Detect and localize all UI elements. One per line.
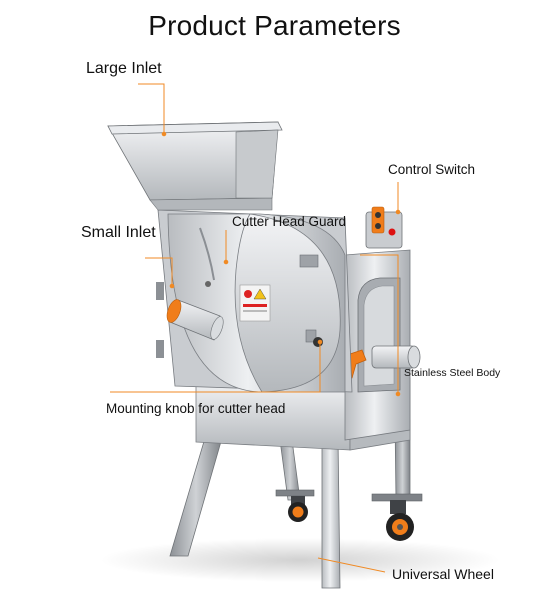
cutter-blade [199, 227, 215, 281]
label-cutter-head-guard: Cutter Head Guard [232, 214, 347, 229]
cutter-head-guard [156, 209, 353, 393]
universal-wheel [288, 496, 414, 541]
page-title: Product Parameters [148, 10, 401, 41]
callout-lines [110, 83, 401, 573]
large-inlet-hopper [107, 121, 283, 211]
label-stainless-steel-body: Stainless Steel Body [404, 367, 501, 379]
label-large-inlet: Large Inlet [86, 60, 162, 77]
control-switch [365, 206, 403, 249]
label-small-inlet: Small Inlet [81, 224, 156, 241]
small-inlet-tube [166, 299, 224, 341]
label-mounting-knob: Mounting knob for cutter head [106, 401, 286, 416]
stainless-steel-body [343, 249, 421, 441]
label-control-switch: Control Switch [388, 162, 476, 177]
label-universal-wheel: Universal Wheel [392, 566, 494, 582]
floor-shadow [100, 538, 500, 582]
